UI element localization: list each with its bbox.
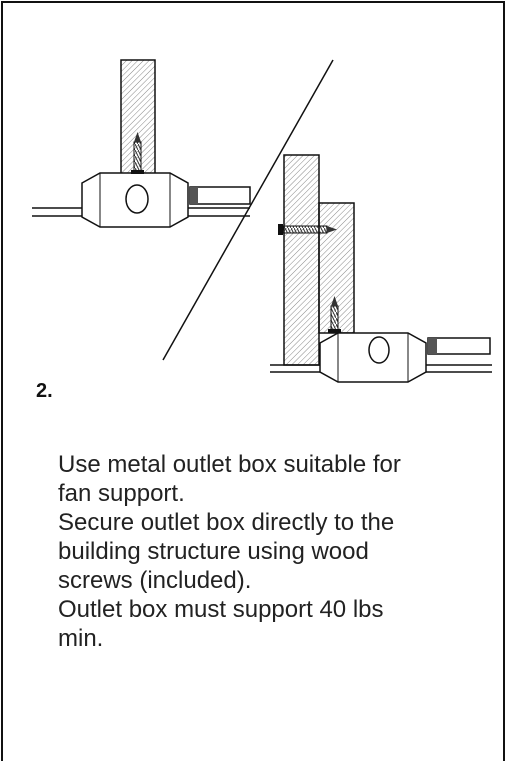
wood-screw <box>131 132 144 174</box>
wood-beam-front <box>283 154 320 366</box>
vertical-wood-screw <box>328 296 341 333</box>
instruction-line: Use metal outlet box suitable for <box>58 451 401 478</box>
left-mounting-diagram <box>32 59 251 228</box>
step-number: 2. <box>36 380 53 402</box>
installation-illustration <box>32 59 492 383</box>
instruction-text: Use metal outlet box suitable for fan su… <box>58 450 488 653</box>
instruction-line: Outlet box must support 40 lbs <box>58 596 384 623</box>
instruction-line: Secure outlet box directly to the <box>58 509 395 536</box>
divider-line <box>162 59 334 361</box>
instruction-line: screws (included). <box>58 567 252 594</box>
horizontal-wood-screw <box>278 224 337 235</box>
instruction-line: building structure using wood <box>58 538 369 565</box>
instruction-line: fan support. <box>58 480 185 507</box>
instruction-line: min. <box>58 625 104 652</box>
knockout-hole <box>125 184 149 214</box>
right-mounting-diagram <box>270 154 492 383</box>
